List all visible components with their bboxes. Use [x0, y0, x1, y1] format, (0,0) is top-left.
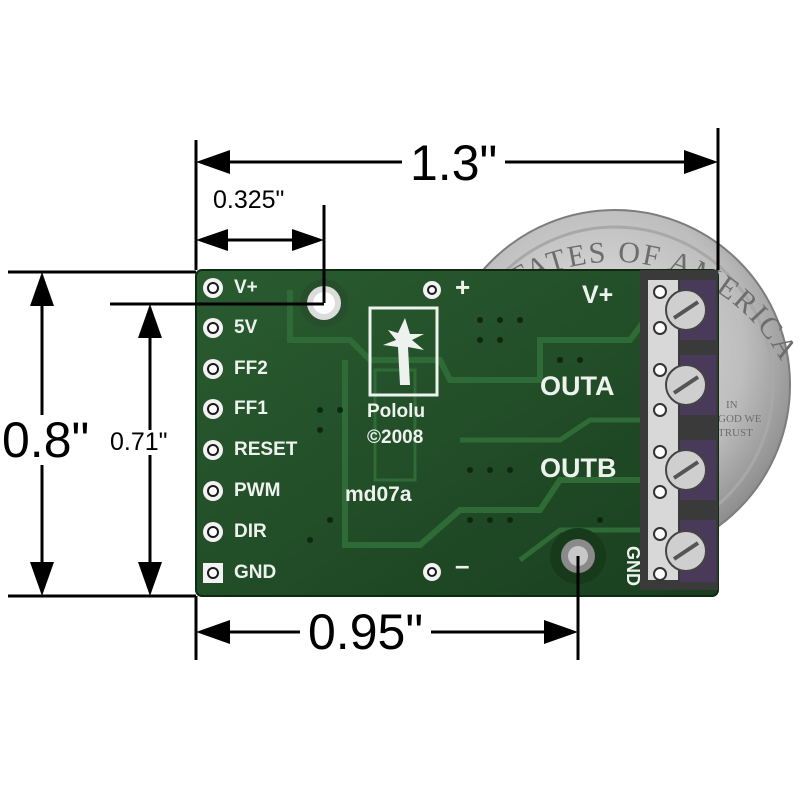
coin-motto-1: IN [726, 399, 738, 411]
pin-label-vplus: V+ [234, 277, 258, 298]
header-pads [203, 278, 223, 583]
dimension-mount-spacing-vertical: 0.71" [108, 428, 170, 456]
dimension-overall-width: 1.3" [402, 138, 506, 188]
copyright-label: ©2008 [367, 427, 424, 448]
pin-label-dir: DIR [234, 521, 267, 542]
dimension-mount-spacing-horizontal: 0.95" [300, 607, 432, 657]
plus-symbol: + [455, 272, 471, 302]
pin-label-5v: 5V [234, 317, 258, 338]
minus-symbol: – [455, 550, 470, 580]
pin-label-ff1: FF1 [234, 398, 268, 419]
pcb-board: GND [195, 269, 719, 597]
brand-label: Pololu [367, 401, 426, 422]
dimension-arrowheads [30, 150, 718, 644]
model-label: md07a [345, 483, 412, 506]
output-label-outa: OUTA [540, 371, 615, 401]
coin-motto-2: GOD WE [718, 413, 762, 425]
dimension-overall-height: 0.8" [0, 415, 98, 465]
pin-label-reset: RESET [234, 439, 298, 460]
screw-terminal-block [640, 270, 718, 590]
pin-label-pwm: PWM [234, 480, 281, 501]
pin-label-ff2: FF2 [234, 358, 268, 379]
coin-motto-3: TRUST [718, 427, 753, 439]
gnd-output-label: GND [623, 546, 643, 586]
output-label-vplus: V+ [582, 281, 614, 309]
output-label-outb: OUTB [540, 453, 617, 483]
pin-label-gnd: GND [234, 562, 277, 583]
dimension-mount-offset: 0.325" [211, 186, 287, 214]
pololu-logo [368, 306, 439, 397]
